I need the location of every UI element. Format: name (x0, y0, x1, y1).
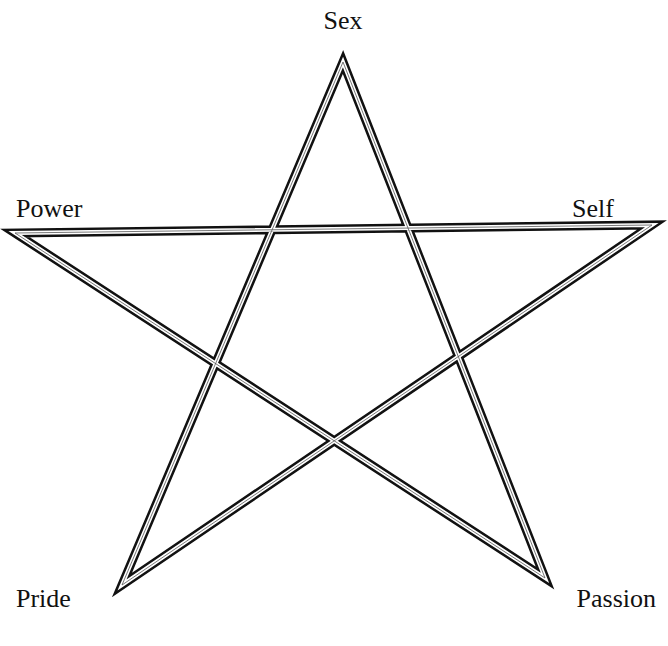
point-label: Self (572, 196, 614, 222)
point-label: Sex (324, 8, 363, 34)
point-label: Pride (16, 586, 71, 612)
point-label: Passion (577, 586, 656, 612)
point-label: Power (16, 196, 82, 222)
